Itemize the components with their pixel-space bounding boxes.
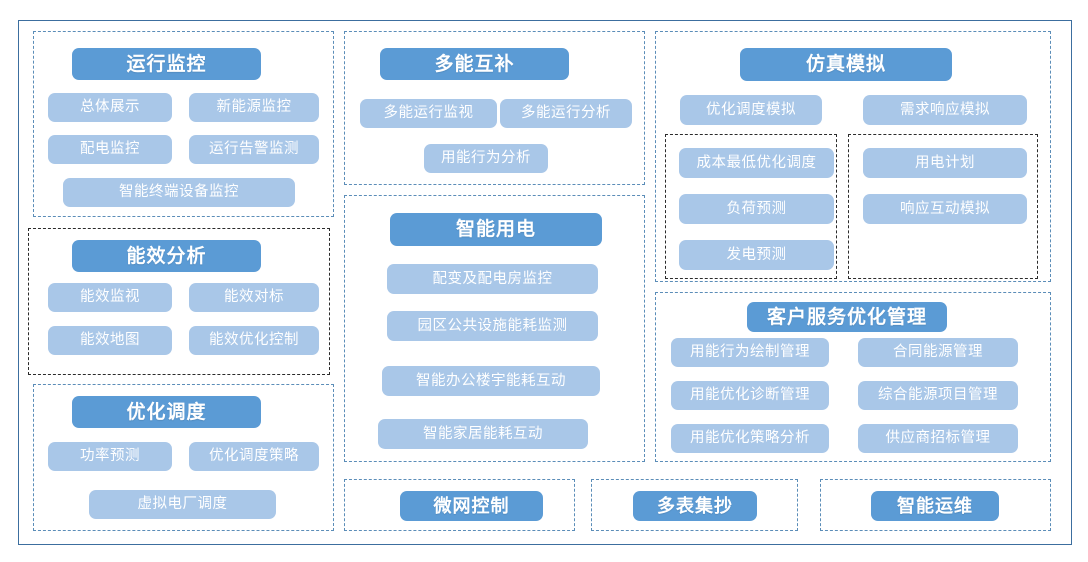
group-header-smart-electricity[interactable]: 智能用电 [390, 213, 602, 246]
group-header-operation-monitoring[interactable]: 运行监控 [72, 48, 261, 80]
item-smart-office-building-energy-interaction[interactable]: 智能办公楼宇能耗互动 [382, 366, 600, 396]
group-multi-energy[interactable] [344, 31, 645, 185]
item-lowest-cost-optimized-dispatch[interactable]: 成本最低优化调度 [679, 148, 834, 178]
group-header-optimized-dispatch[interactable]: 优化调度 [72, 396, 261, 428]
item-park-public-facility-energy-monitoring[interactable]: 园区公共设施能耗监测 [387, 311, 598, 341]
item-optimized-dispatch-strategy[interactable]: 优化调度策略 [189, 442, 319, 471]
group-header-multi-energy[interactable]: 多能互补 [380, 48, 569, 80]
item-energy-behavior-profiling-management[interactable]: 用能行为绘制管理 [671, 338, 829, 367]
group-multi-meter-reading[interactable] [591, 479, 798, 531]
group-smart-om[interactable] [820, 479, 1051, 531]
item-power-forecast[interactable]: 功率预测 [48, 442, 172, 471]
item-energy-optimization-diagnosis-management[interactable]: 用能优化诊断管理 [671, 381, 829, 410]
group-header-multi-meter-reading[interactable]: 多表集抄 [633, 491, 757, 521]
item-efficiency-optimization-control[interactable]: 能效优化控制 [189, 326, 319, 355]
item-new-energy-monitoring[interactable]: 新能源监控 [189, 93, 319, 122]
item-generation-forecast[interactable]: 发电预测 [679, 240, 834, 270]
group-header-customer-service[interactable]: 客户服务优化管理 [747, 302, 947, 332]
group-header-smart-om[interactable]: 智能运维 [871, 491, 999, 521]
item-electricity-plan[interactable]: 用电计划 [863, 148, 1027, 178]
item-smart-home-energy-interaction[interactable]: 智能家居能耗互动 [378, 419, 588, 449]
subgroup-simulation-demand[interactable] [848, 134, 1038, 279]
item-supplier-bidding-management[interactable]: 供应商招标管理 [858, 424, 1018, 453]
item-load-forecast[interactable]: 负荷预测 [679, 194, 834, 224]
group-energy-efficiency[interactable] [28, 228, 330, 375]
item-contract-energy-management[interactable]: 合同能源管理 [858, 338, 1018, 367]
group-customer-service[interactable] [655, 292, 1051, 462]
item-energy-behavior-analysis[interactable]: 用能行为分析 [424, 144, 548, 173]
item-demand-response-simulation[interactable]: 需求响应模拟 [863, 95, 1027, 125]
item-energy-optimization-strategy-analysis[interactable]: 用能优化策略分析 [671, 424, 829, 453]
item-operation-alarm-monitoring[interactable]: 运行告警监测 [189, 135, 319, 164]
item-efficiency-benchmarking[interactable]: 能效对标 [189, 283, 319, 312]
item-response-interaction-simulation[interactable]: 响应互动模拟 [863, 194, 1027, 224]
group-header-microgrid-control[interactable]: 微网控制 [400, 491, 543, 521]
item-integrated-energy-project-management[interactable]: 综合能源项目管理 [858, 381, 1018, 410]
group-header-energy-efficiency[interactable]: 能效分析 [72, 240, 261, 272]
group-header-simulation[interactable]: 仿真模拟 [740, 48, 952, 81]
item-efficiency-map[interactable]: 能效地图 [48, 326, 172, 355]
item-transformer-and-substation-monitoring[interactable]: 配变及配电房监控 [387, 264, 598, 294]
item-distribution-monitoring[interactable]: 配电监控 [48, 135, 172, 164]
item-smart-terminal-device-monitoring[interactable]: 智能终端设备监控 [63, 178, 295, 207]
item-multi-energy-operation-monitoring[interactable]: 多能运行监视 [360, 99, 497, 128]
group-optimized-dispatch[interactable] [33, 384, 334, 531]
item-virtual-power-plant-dispatch[interactable]: 虚拟电厂调度 [89, 490, 276, 519]
group-operation-monitoring[interactable] [33, 31, 334, 217]
item-efficiency-monitoring[interactable]: 能效监视 [48, 283, 172, 312]
group-simulation[interactable] [655, 31, 1051, 282]
subgroup-simulation-dispatch[interactable] [665, 134, 837, 279]
group-smart-electricity[interactable] [344, 195, 645, 462]
item-multi-energy-operation-analysis[interactable]: 多能运行分析 [500, 99, 632, 128]
item-optimized-dispatch-simulation[interactable]: 优化调度模拟 [680, 95, 822, 125]
group-microgrid-control[interactable] [344, 479, 575, 531]
item-overall-display[interactable]: 总体展示 [48, 93, 172, 122]
